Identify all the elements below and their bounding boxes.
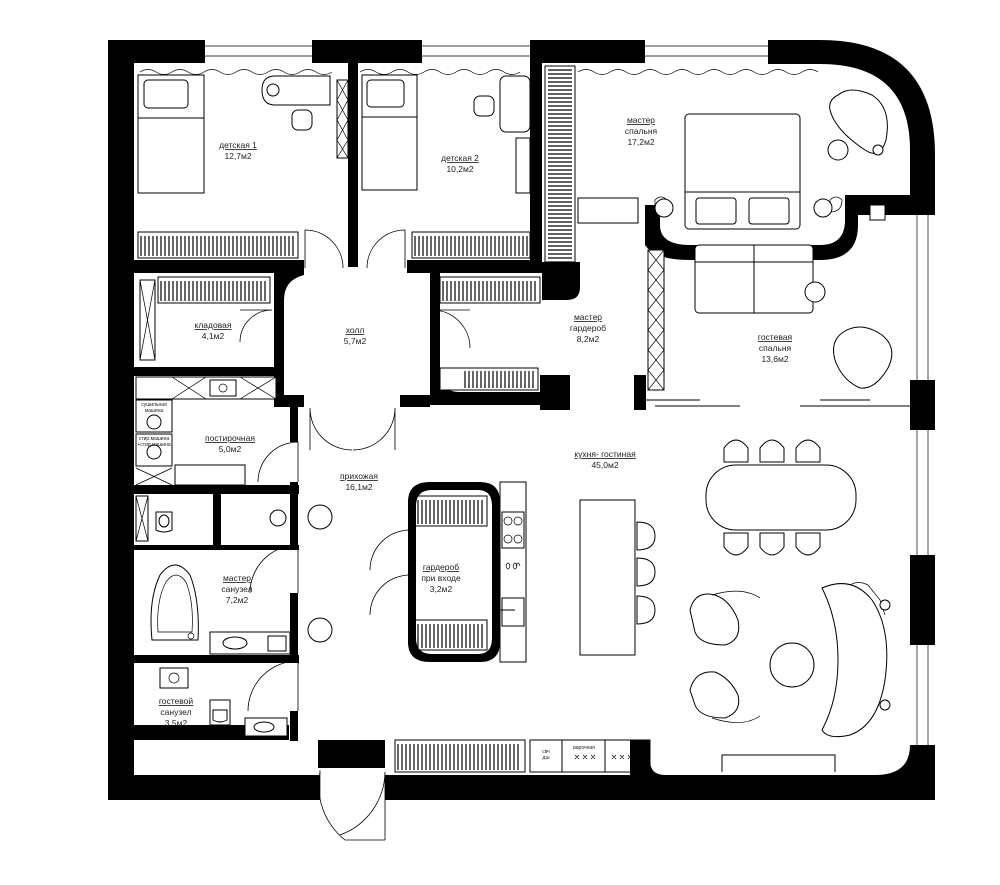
- desk-kids1: [261, 75, 349, 159]
- label-laundry: постирочная 5,0м2: [205, 433, 255, 454]
- label-pantry: кладовая 4,1м2: [195, 320, 232, 341]
- microwave-label-1: свч: [542, 749, 550, 755]
- svg-text:3,2м2: 3,2м2: [430, 584, 453, 594]
- label-kids1: детская 1 12,7м2: [219, 140, 257, 161]
- label-entry-wardrobe: гардероб при входе 3,2м2: [421, 562, 461, 594]
- washer-label-2: +стир.машина: [137, 442, 170, 448]
- wardrobe-hatching: [137, 65, 576, 773]
- label-master-bath: мастер санузел 7,2м2: [221, 573, 252, 605]
- bed-master: [654, 113, 843, 230]
- dryer: [135, 399, 173, 433]
- pouf-1: [307, 504, 333, 530]
- laundry-cabinets: [135, 376, 277, 400]
- bathtub-master-bedroom: [827, 89, 888, 161]
- wardrobe-entry: [414, 495, 488, 651]
- svg-text:45,0м2: 45,0м2: [591, 460, 618, 470]
- svg-text:детская 1: детская 1: [219, 140, 257, 150]
- svg-text:при входе: при входе: [421, 573, 461, 583]
- svg-text:мастер: мастер: [574, 312, 602, 322]
- label-master-closet: мастер гардероб 8,2м2: [570, 312, 606, 344]
- bed-kids2: [361, 74, 418, 191]
- pantry-shelf: [139, 279, 156, 361]
- wardrobe-hallway-bottom: [394, 739, 526, 773]
- room-labels: детская 1 12,7м2 детская 2 10,2м2 мастер…: [159, 115, 793, 728]
- kitchen-run: [495, 481, 527, 663]
- svg-text:кладовая: кладовая: [195, 320, 232, 330]
- svg-text:гардероб: гардероб: [570, 323, 606, 333]
- svg-text:12,7м2: 12,7м2: [224, 151, 251, 161]
- hob-label: варочная: [573, 745, 595, 751]
- kitchen-island: [579, 499, 656, 656]
- desk-kids2: [473, 75, 531, 194]
- doors: [239, 229, 471, 841]
- svg-text:прихожая: прихожая: [340, 471, 378, 481]
- wardrobe-master-closet: [439, 276, 541, 391]
- svg-text:холл: холл: [346, 325, 365, 335]
- svg-text:гардероб: гардероб: [423, 562, 459, 572]
- dining-table: [705, 439, 857, 556]
- svg-text:спальня: спальня: [759, 343, 792, 353]
- svg-text:16,1м2: 16,1м2: [345, 482, 372, 492]
- svg-text:гостевая: гостевая: [758, 332, 793, 342]
- toilet-laundry-corner: [269, 509, 287, 527]
- washer: [135, 433, 173, 467]
- wardrobe-master-vertical: [544, 65, 576, 283]
- nightstand-guest: [869, 204, 886, 221]
- label-master-bedroom: мастер спальня 17,2м2: [625, 115, 658, 147]
- wardrobe-pantry: [157, 276, 271, 304]
- svg-text:мастер: мастер: [627, 115, 655, 125]
- svg-text:8,2м2: 8,2м2: [577, 334, 600, 344]
- tv-unit: [577, 197, 639, 224]
- appliance-labels: сушильная машина стир.машина +стир.машин…: [137, 402, 595, 761]
- armchair-guest: [833, 326, 893, 389]
- svg-text:5,0м2: 5,0м2: [219, 444, 242, 454]
- svg-text:7,2м2: 7,2м2: [226, 595, 249, 605]
- svg-text:10,2м2: 10,2м2: [446, 164, 473, 174]
- dryer-label-2: машина: [145, 408, 164, 414]
- living-sofa: [689, 582, 891, 738]
- svg-text:санузел: санузел: [221, 584, 252, 594]
- wardrobe-kids2: [411, 231, 531, 259]
- laundry-sink-counter: [174, 464, 246, 486]
- svg-text:4,1м2: 4,1м2: [202, 331, 225, 341]
- svg-text:постирочная: постирочная: [205, 433, 255, 443]
- label-hall: холл 5,7м2: [344, 325, 367, 346]
- svg-text:5,7м2: 5,7м2: [344, 336, 367, 346]
- windows: [139, 45, 929, 745]
- svg-text:санузел: санузел: [160, 707, 191, 717]
- label-entry-hall: прихожая 16,1м2: [340, 471, 378, 492]
- toilet-master: [135, 495, 173, 542]
- microwave-label-2: дш: [543, 755, 550, 761]
- tv-console: [721, 754, 836, 772]
- dryer-label-1: сушильная: [141, 402, 167, 408]
- bathtub-master-bath: [150, 564, 199, 641]
- svg-text:детская 2: детская 2: [441, 153, 479, 163]
- bed-kids1: [137, 74, 205, 194]
- sink-master-bath: [209, 631, 291, 655]
- label-guest-bedroom: гостевая спальня 13,6м2: [758, 332, 793, 364]
- svg-text:кухня- гостиная: кухня- гостиная: [574, 449, 636, 459]
- kitchen-bottom-corner: [630, 740, 665, 800]
- washer-label-1: стир.машина: [139, 436, 170, 442]
- svg-text:мастер: мастер: [223, 573, 251, 583]
- svg-text:гостевой: гостевой: [159, 696, 194, 706]
- svg-text:3,5м2: 3,5м2: [165, 718, 188, 728]
- label-kids2: детская 2 10,2м2: [441, 153, 479, 174]
- label-guest-bath: гостевой санузел 3,5м2: [159, 696, 194, 728]
- svg-text:спальня: спальня: [625, 126, 658, 136]
- guest-bath-fixtures: [159, 667, 288, 737]
- sofa-guest: [694, 244, 826, 314]
- label-kitchen-living: кухня- гостиная 45,0м2: [574, 449, 636, 470]
- wardrobe-kids1: [137, 231, 299, 259]
- pouf-2: [307, 617, 333, 643]
- svg-text:13,6м2: 13,6м2: [761, 354, 788, 364]
- furniture: [135, 74, 910, 800]
- svg-text:17,2м2: 17,2м2: [627, 137, 654, 147]
